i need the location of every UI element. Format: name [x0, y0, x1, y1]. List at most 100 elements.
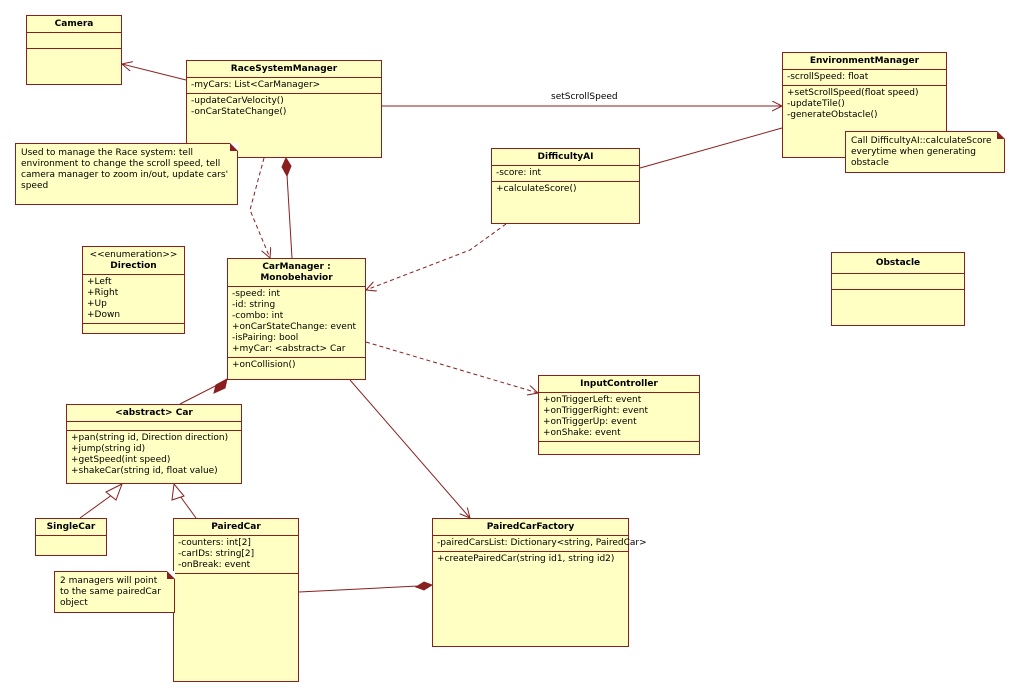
attribute: -score: int	[496, 168, 542, 178]
attributes-section: -pairedCarsList: Dictionary<string, Pair…	[433, 536, 647, 552]
class-name: PairedCar	[174, 519, 298, 536]
class-name: <abstract> Car	[67, 405, 241, 422]
name: Direction	[110, 261, 157, 271]
operations-section	[539, 442, 699, 446]
generalization-pairedcar	[179, 495, 197, 519]
association-race-to-camera	[122, 64, 187, 81]
composition-race-carmanager	[286, 174, 293, 259]
association-carmanager-to-factory	[349, 379, 470, 518]
class-camera[interactable]: Camera	[26, 15, 122, 85]
operations-section: -updateCarVelocity() -onCarStateChange()	[187, 94, 381, 120]
literal: +Left	[87, 277, 112, 287]
attribute: -combo: int	[232, 311, 284, 321]
operations-section	[27, 49, 121, 53]
composition-diamond-factory	[414, 581, 434, 591]
operations-section: +pan(string id, Direction direction) +ju…	[67, 431, 241, 479]
attribute: +onTriggerRight: event	[543, 406, 649, 416]
operations-section	[832, 290, 964, 294]
operation: +setScrollSpeed(float speed)	[787, 88, 919, 98]
note-difficulty: Call DifficultyAI::calculateScore everyt…	[845, 131, 1005, 173]
operation: +calculateScore()	[496, 184, 577, 194]
class-name: EnvironmentManager	[783, 53, 946, 70]
class-single-car[interactable]: SingleCar	[35, 518, 107, 556]
attribute: -counters: int[2]	[178, 538, 251, 548]
attribute: -isPairing: bool	[232, 333, 299, 343]
operation: +createPairedCar(string id1, string id2)	[437, 554, 615, 564]
attributes-section: -myCars: List<CarManager>	[187, 78, 381, 94]
attribute: -id: string	[232, 300, 276, 310]
class-name: InputController	[539, 376, 699, 393]
attribute: +onShake: event	[543, 428, 621, 438]
association-difficulty-to-environment	[639, 127, 783, 169]
operations-section	[174, 574, 298, 578]
note-race-system: Used to manage the Race system: tell env…	[15, 143, 238, 205]
operations-section: +createPairedCar(string id1, string id2)	[433, 552, 628, 567]
operations-section	[83, 324, 184, 334]
class-direction[interactable]: <<enumeration>> Direction +Left +Right +…	[82, 246, 185, 334]
attributes-section: -scrollSpeed: float	[783, 70, 946, 86]
class-car-manager[interactable]: CarManager : Monobehavior -speed: int -i…	[227, 258, 366, 380]
generalization-arrow-singlecar	[105, 482, 123, 501]
operations-section: +calculateScore()	[492, 182, 639, 197]
literal: +Right	[87, 288, 119, 298]
attributes-section: -speed: int -id: string -combo: int +onC…	[228, 287, 365, 358]
class-name: RaceSystemManager	[187, 61, 381, 78]
class-name: Obstacle	[832, 253, 964, 274]
composition-diamond-race	[281, 156, 292, 178]
attribute: +onTriggerLeft: event	[543, 395, 642, 405]
literal: +Up	[87, 299, 107, 309]
operation: -updateCarVelocity()	[191, 96, 284, 106]
attributes-section	[36, 536, 106, 546]
attribute: +onCarStateChange: event	[232, 322, 357, 332]
operations-section: +setScrollSpeed(float speed) -updateTile…	[783, 86, 946, 123]
literals-section: +Left +Right +Up +Down	[83, 275, 184, 324]
operation: -onCarStateChange()	[191, 107, 287, 117]
class-name: DifficultyAI	[492, 149, 639, 166]
dependency-difficulty-to-carmanager	[366, 223, 507, 290]
class-paired-car-factory[interactable]: PairedCarFactory -pairedCarsList: Dictio…	[432, 518, 647, 647]
composition-diamond-car	[213, 378, 228, 394]
operation: +getSpeed(int speed)	[71, 455, 171, 465]
label-set-scroll-speed: setScrollSpeed	[551, 92, 618, 102]
attribute: -pairedCarsList: Dictionary<string, Pair…	[437, 538, 647, 548]
operation: -updateTile()	[787, 99, 845, 109]
literal: +Down	[87, 310, 121, 320]
attribute: -myCars: List<CarManager>	[191, 80, 321, 90]
class-name: CarManager : Monobehavior	[228, 259, 365, 287]
class-abstract-car[interactable]: <abstract> Car +pan(string id, Direction…	[66, 404, 242, 484]
generalization-arrow-pairedcar	[171, 482, 185, 501]
class-name: <<enumeration>> Direction	[83, 247, 184, 275]
class-name: Camera	[27, 16, 121, 33]
attributes-section: +onTriggerLeft: event +onTriggerRight: e…	[539, 393, 699, 442]
attributes-section: -score: int	[492, 166, 639, 182]
note-paired: 2 managers will point to the same paired…	[54, 571, 175, 613]
attributes-section	[27, 33, 121, 49]
operation: -generateObstacle()	[787, 110, 878, 120]
dependency-carmanager-to-input	[365, 341, 538, 393]
attribute: +myCar: <abstract> Car	[232, 344, 346, 354]
attribute: -speed: int	[232, 289, 281, 299]
composition-pairedcar-factory	[298, 585, 419, 593]
class-paired-car[interactable]: PairedCar -counters: int[2] -carIDs: str…	[173, 518, 299, 682]
operations-section: +onCollision()	[228, 358, 365, 373]
attribute: -onBreak: event	[178, 560, 251, 570]
class-name: SingleCar	[36, 519, 106, 536]
attributes-section: -counters: int[2] -carIDs: string[2] -on…	[174, 536, 298, 574]
class-race-system-manager[interactable]: RaceSystemManager -myCars: List<CarManag…	[186, 60, 382, 158]
class-name: PairedCarFactory	[433, 519, 628, 536]
operation: +pan(string id, Direction direction)	[71, 433, 229, 443]
operation: +shakeCar(string id, float value)	[71, 466, 218, 476]
attribute: +onTriggerUp: event	[543, 417, 637, 427]
attributes-section	[67, 422, 241, 431]
operation: +onCollision()	[232, 360, 296, 370]
operation: +jump(string id)	[71, 444, 146, 454]
generalization-singlecar	[79, 491, 117, 519]
attributes-section	[832, 274, 964, 290]
stereotype: <<enumeration>>	[89, 250, 178, 260]
attribute: -carIDs: string[2]	[178, 549, 255, 559]
dependency-race-to-carmanager	[249, 157, 270, 258]
class-obstacle[interactable]: Obstacle	[831, 252, 965, 326]
class-difficulty-ai[interactable]: DifficultyAI -score: int +calculateScore…	[491, 148, 640, 224]
attribute: -scrollSpeed: float	[787, 72, 869, 82]
class-input-controller[interactable]: InputController +onTriggerLeft: event +o…	[538, 375, 700, 455]
